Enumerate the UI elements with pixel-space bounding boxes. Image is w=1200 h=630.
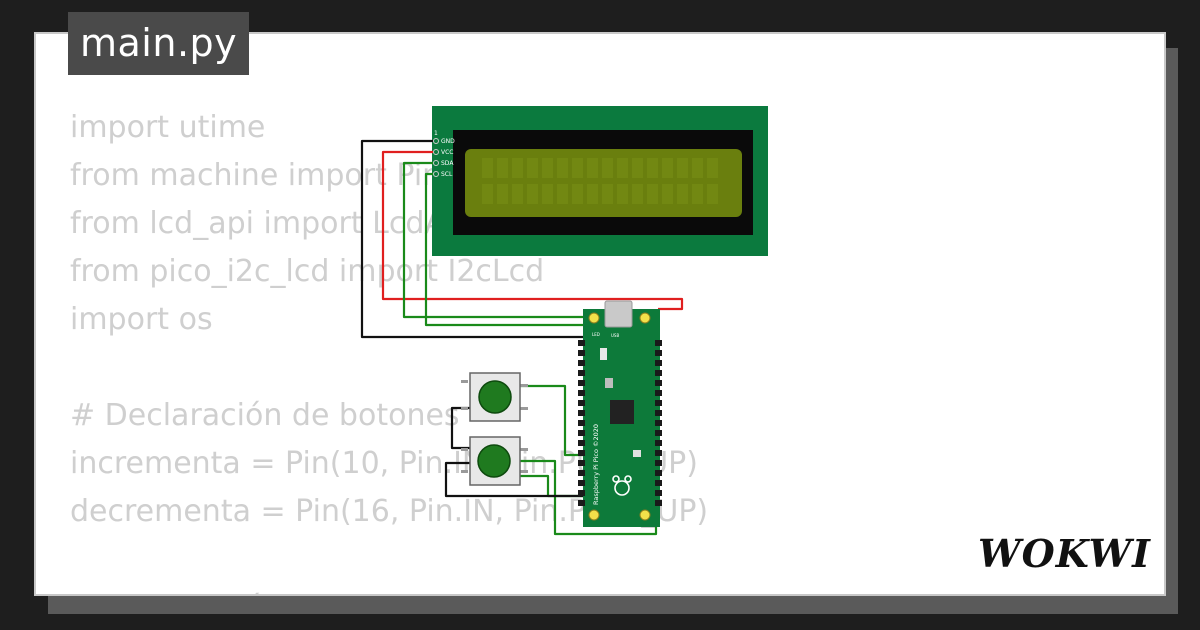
usb-label: USB [611, 333, 619, 338]
wokwi-logo: WOKWI [978, 531, 1151, 576]
left-pin-header [578, 340, 585, 506]
bootsel-button [600, 348, 607, 360]
crystal [605, 378, 613, 388]
debug-pad [633, 450, 641, 457]
wire-vcc [381, 150, 684, 311]
wire-sda [402, 161, 583, 319]
lcd-pin-one-label: 1 [434, 130, 438, 137]
pushbutton-increment[interactable] [461, 372, 528, 422]
mounting-hole [639, 312, 651, 324]
lcd-pin-scl-label: SCL [441, 171, 453, 178]
wire-button-a-signal [520, 384, 583, 457]
code-line: from pico_i2c_lcd import I2cLcd [70, 254, 545, 289]
code-line: import os [70, 302, 213, 337]
mounting-hole [639, 509, 651, 521]
code-line: import utime [70, 110, 266, 145]
led-label: LED [592, 332, 600, 337]
rp2040-chip [610, 400, 634, 424]
wire-button-b-signal [520, 474, 583, 498]
wire-buttons-gnd [450, 406, 470, 450]
brand-logo-text: WOKWI [978, 531, 1151, 576]
file-title: main.py [68, 12, 250, 75]
lcd-pin-pads [433, 138, 439, 177]
wire-button-b-gnd [444, 461, 583, 498]
raspberry-logo-icon [612, 475, 632, 496]
mounting-hole [588, 312, 600, 324]
code-line: # Declaración de botones [70, 398, 460, 433]
wire-button-b-return [520, 459, 658, 536]
lcd-module[interactable]: 1 GND VCC SDA SCL [432, 106, 768, 256]
code-line: # Declaración del sistema [70, 584, 708, 594]
usb-connector [604, 300, 633, 328]
wire-scl [424, 172, 583, 327]
raspberry-pi-pico[interactable]: USB LED Raspberry Pi Pico ©2020 [578, 300, 662, 527]
lcd-character-cells [482, 158, 718, 204]
lcd-pin-sda-label: SDA [441, 160, 454, 167]
right-pin-header [655, 340, 662, 506]
lcd-pin-gnd-label: GND [441, 138, 455, 145]
lcd-pin-vcc-label: VCC [441, 149, 453, 156]
pushbutton-decrement[interactable] [461, 436, 528, 486]
board-label: Raspberry Pi Pico ©2020 [592, 424, 600, 505]
mounting-hole [588, 509, 600, 521]
wire-gnd [360, 139, 583, 339]
